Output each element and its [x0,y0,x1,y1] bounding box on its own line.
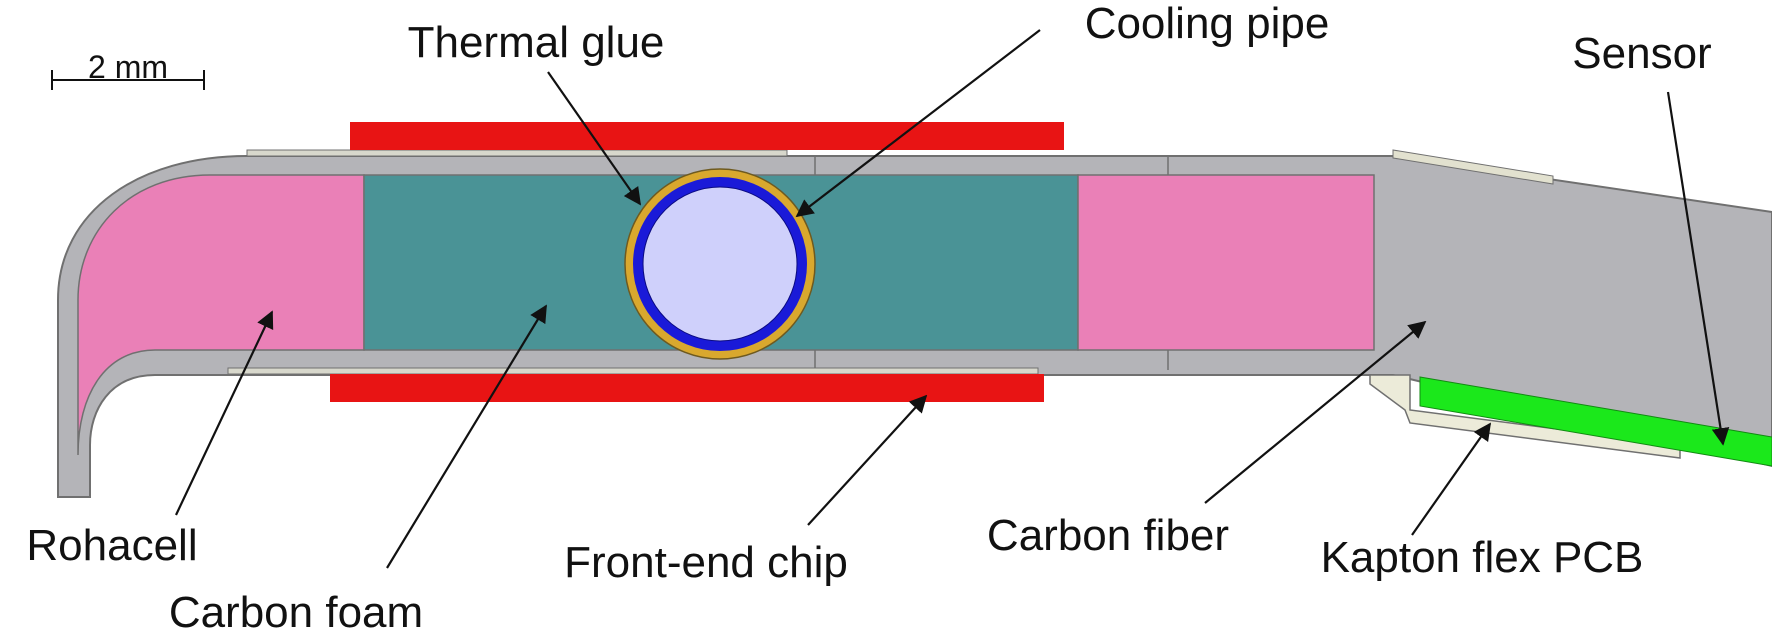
arrow-kapton-flex-pcb [1411,422,1492,536]
arrow-front-end-chip [807,394,928,526]
shell-seams [814,156,1169,370]
scale-bar-label: 2 mm [88,49,168,85]
top-thin-layer [246,149,788,157]
arrow-carbon-foam [386,304,547,569]
front-end-chip-bottom [330,374,1044,402]
label-sensor: Sensor [1572,29,1711,78]
arrow-sensor [1666,91,1730,446]
rohacell-right [1077,174,1375,351]
label-kapton-flex-pcb: Kapton flex PCB [1321,533,1644,582]
sensor [1419,376,1772,467]
label-carbon-foam: Carbon foam [169,588,423,637]
front-end-chip-top [350,122,1064,150]
label-carbon-fiber: Carbon fiber [987,511,1229,560]
label-front-end-chip: Front-end chip [564,538,848,587]
label-rohacell: Rohacell [26,521,197,570]
cooling-pipe [624,168,816,360]
arrow-cooling-pipe [795,29,1041,218]
bottom-thin-layer [227,367,1039,375]
label-cooling-pipe: Cooling pipe [1085,0,1330,48]
arrow-carbon-fiber [1204,320,1427,504]
arrow-thermal-glue [547,71,642,206]
arrow-rohacell [175,310,274,516]
rohacell-left [77,174,365,456]
label-thermal-glue: Thermal glue [408,18,665,67]
right-top-thin-layer [1392,149,1554,185]
pipe-interior [642,186,798,342]
leader-lines [175,29,1730,569]
scale-bar: 2 mm [51,49,205,90]
